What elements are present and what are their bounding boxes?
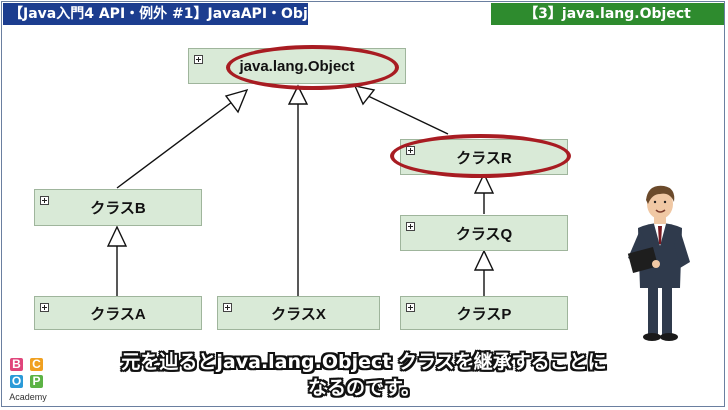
- highlight-ring-r: [390, 134, 571, 178]
- lesson-title: 【Java入門4 API・例外 #1】JavaAPI・Object: [3, 3, 332, 25]
- arrowhead-x-object: [287, 84, 309, 105]
- class-box-b: クラスB: [34, 189, 202, 226]
- arrowhead-b-object: [224, 88, 249, 114]
- subtitle-line-2: なるのです。: [307, 377, 421, 399]
- class-box-x: クラスX: [217, 296, 380, 330]
- expand-icon[interactable]: [194, 55, 203, 64]
- logo-letter-p: P: [30, 375, 43, 388]
- section-title: 【3】java.lang.Object: [491, 3, 724, 25]
- class-box-p: クラスP: [400, 296, 568, 330]
- expand-icon[interactable]: [40, 196, 49, 205]
- expand-icon[interactable]: [406, 303, 415, 312]
- expand-icon[interactable]: [40, 303, 49, 312]
- logo-letter-o: O: [10, 374, 23, 388]
- expand-icon[interactable]: [223, 303, 232, 312]
- logo-letter-b: B: [10, 358, 23, 371]
- class-label-x: クラスX: [271, 305, 326, 323]
- logo-letter-c: C: [30, 358, 43, 371]
- arrow-line-b-object: [116, 101, 233, 189]
- arrowhead-p-q: [473, 249, 495, 271]
- arrowhead-q-r: [473, 172, 495, 194]
- subtitle-line-1: 元を辿るとjava.lang.Object クラスを継承することに: [121, 351, 607, 373]
- highlight-ring-object: [226, 45, 399, 90]
- logo-text: Academy: [9, 392, 47, 402]
- class-label-p: クラスP: [456, 305, 512, 323]
- class-box-q: クラスQ: [400, 215, 568, 251]
- bcop-academy-logo: B C O P Academy: [6, 356, 50, 406]
- class-box-a: クラスA: [34, 296, 202, 330]
- expand-icon[interactable]: [406, 222, 415, 231]
- arrow-line-r-object: [365, 94, 449, 135]
- class-label-q: クラスQ: [455, 225, 513, 243]
- arrowhead-r-object: [353, 85, 376, 106]
- arrowhead-a-b: [106, 225, 128, 247]
- presenter-illustration: [627, 185, 690, 341]
- class-label-a: クラスA: [90, 305, 146, 323]
- class-label-b: クラスB: [90, 200, 146, 217]
